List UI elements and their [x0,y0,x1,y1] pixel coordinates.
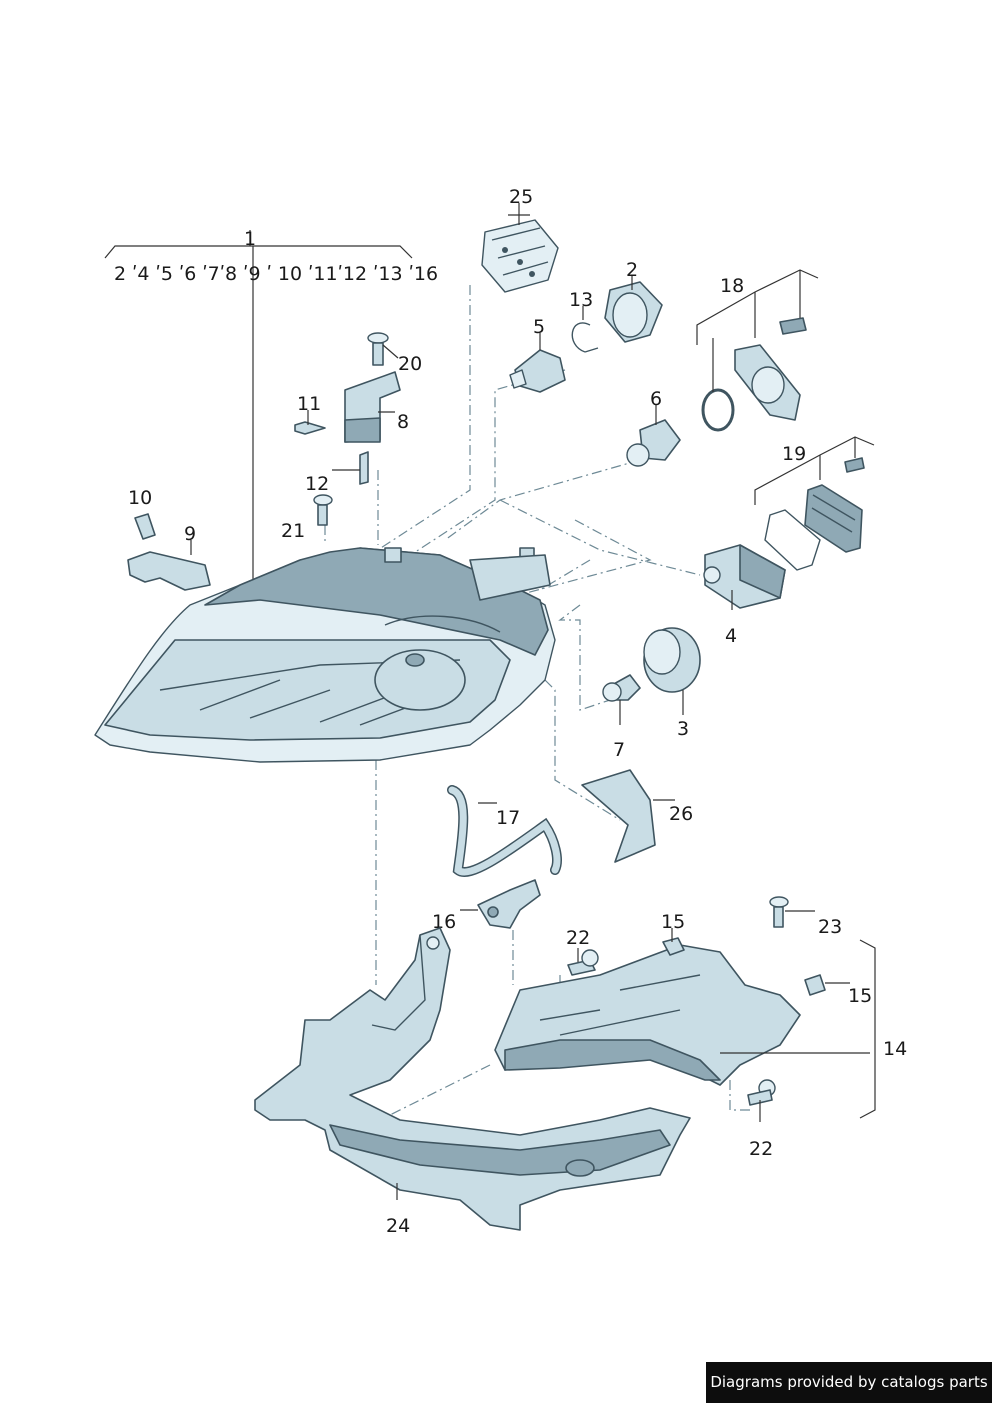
label-1: 1 [244,228,256,250]
bulb-5: 5 [509,316,566,393]
bracket-8: 8 [344,371,409,443]
grommet-16: 16 [432,879,541,933]
label-11: 11 [297,393,321,415]
group-bracket: 2 ʹ4 ʹ5 ʹ6 ʹ7ʹ8 ʹ9 ʹ 10 ʹ11ʹ12 ʹ13 ʹ16 1 [104,228,438,580]
assembly-dash-lines [324,285,750,1121]
label-18: 18 [720,275,744,297]
label-16: 16 [432,911,456,933]
bulb-7: 7 [602,674,641,761]
bracket-24: 24 [254,927,691,1237]
bracket-14: 14 [494,939,907,1119]
label-7: 7 [613,739,625,761]
label-22-top: 22 [566,927,590,949]
label-22-bottom: 22 [749,1138,773,1160]
label-15-right: 15 [848,985,872,1007]
bracket-9: 9 [127,523,211,591]
connector-25: 25 [481,186,559,293]
screw-22-bottom: 22 [747,1079,776,1160]
screw-10: 10 [128,487,156,540]
label-13: 13 [569,289,593,311]
screw-20: 20 [367,332,422,375]
label-23: 23 [818,916,842,938]
label-8: 8 [397,411,409,433]
clip-13: 13 [569,289,599,353]
label-3: 3 [677,718,689,740]
label-6: 6 [650,388,662,410]
screw-23: 23 [769,896,842,938]
screw-21: 21 [281,494,333,542]
label-5: 5 [533,316,545,338]
trim-26: 26 [581,769,693,863]
clip-12: 12 [305,451,369,495]
label-10: 10 [128,487,152,509]
o-ring [701,338,735,432]
bulb-6: 6 [626,388,681,467]
label-25: 25 [509,186,533,208]
clip-15-right: 15 [804,974,872,1007]
clip-15-top: 15 [661,911,685,956]
label-14: 14 [883,1038,907,1060]
screw-22-top: 22 [566,927,599,976]
cover-19: 19 [754,436,875,571]
label-4: 4 [725,625,737,647]
screw-11: 11 [294,393,326,435]
ring-2: 2 [604,259,663,343]
label-21: 21 [281,520,305,542]
label-9: 9 [184,523,196,545]
label-15-top: 15 [661,911,685,933]
motor-4: 4 [703,544,786,647]
label-12: 12 [305,473,329,495]
headlight-housing [94,547,556,763]
credit-footer: Diagrams provided by catalogs parts [706,1362,992,1403]
label-17: 17 [496,807,520,829]
label-20: 20 [398,353,422,375]
label-19: 19 [782,443,806,465]
header-group-text: 2 ʹ4 ʹ5 ʹ6 ʹ7ʹ8 ʹ9 ʹ 10 ʹ11ʹ12 ʹ13 ʹ16 [114,263,438,285]
cap-3: 3 [643,627,701,740]
hose-17: 17 [447,785,562,877]
label-24: 24 [386,1215,410,1237]
label-26: 26 [669,803,693,825]
label-2: 2 [626,259,638,281]
cap-18: 18 [696,269,819,421]
